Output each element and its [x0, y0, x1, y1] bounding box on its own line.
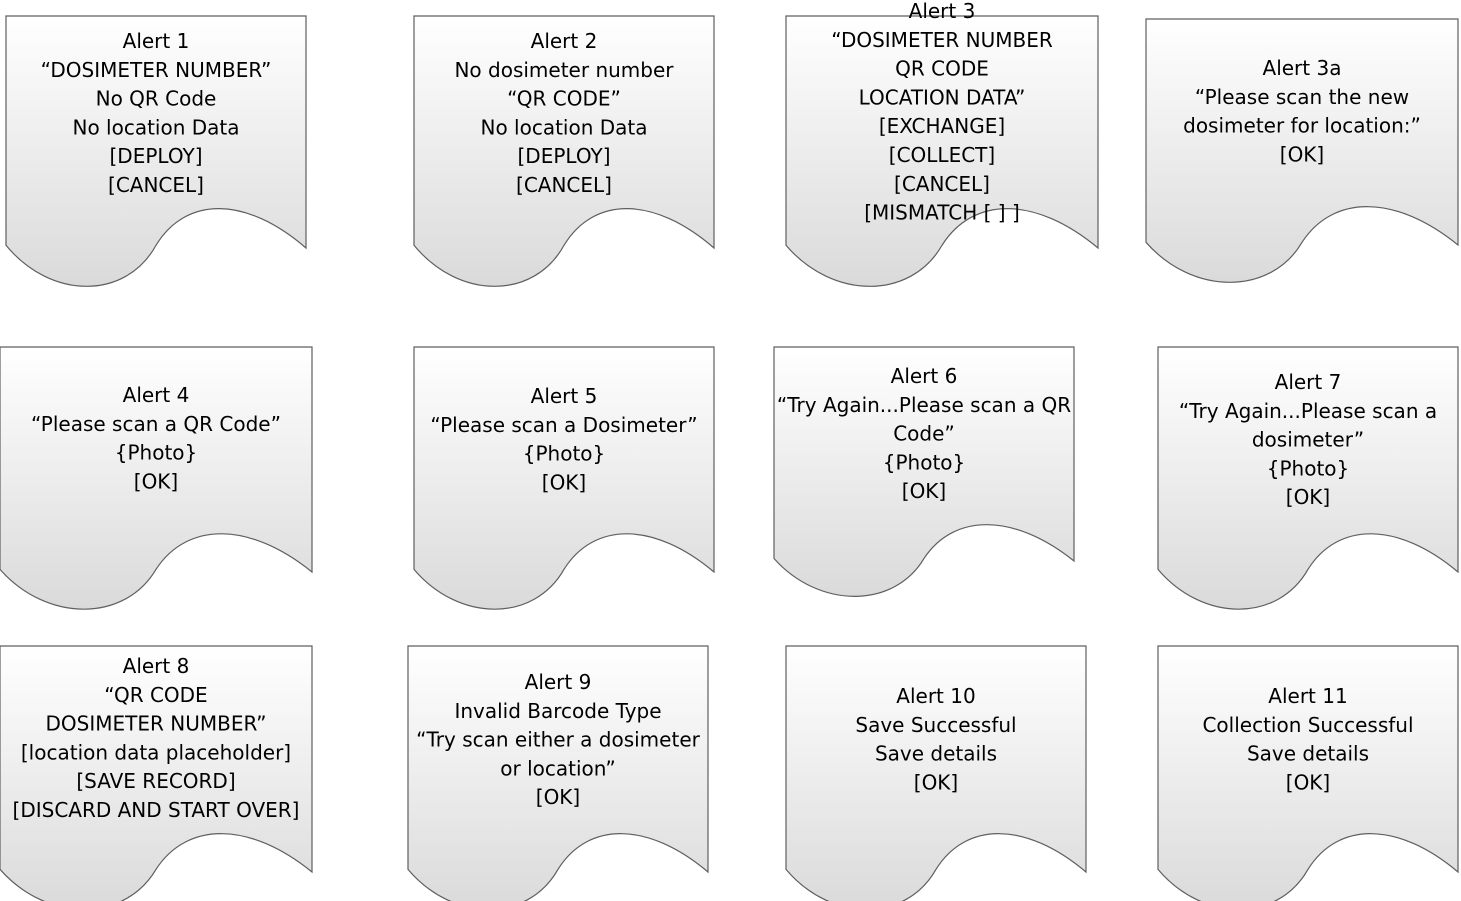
- alert-6-line-5: [OK]: [902, 479, 946, 503]
- alert-3-line-4: LOCATION DATA”: [859, 85, 1026, 109]
- alert-8-line-5: [SAVE RECORD]: [76, 769, 235, 793]
- alert-2-line-4: No location Data: [480, 115, 647, 139]
- alert-2-line-2: No dosimeter number: [454, 58, 674, 82]
- alert-5-text: Alert 5 “Please scan a Dosimeter” {Photo} […: [430, 384, 697, 494]
- alert-3a-line-2: “Please scan the new: [1195, 85, 1409, 109]
- alert-11-line-1: Alert 11: [1268, 684, 1347, 708]
- alert-8-line-2: “QR CODE: [104, 683, 207, 707]
- alert-2-line-3: “QR CODE”: [507, 87, 621, 111]
- alert-2-line-1: Alert 2: [531, 29, 598, 53]
- alert-7-line-5: [OK]: [1286, 485, 1330, 509]
- alert-8-line-6: [DISCARD AND START OVER]: [13, 798, 300, 822]
- alert-4-line-1: Alert 4: [123, 383, 190, 407]
- alert-3a-text: Alert 3a “Please scan the new dosimeter fo…: [1183, 56, 1421, 166]
- alert-4-text: Alert 4 “Please scan a QR Code” {Photo} [OK…: [31, 383, 281, 493]
- alert-7-document-shape: [1157, 346, 1459, 610]
- alert-11-line-3: Save details: [1247, 742, 1369, 766]
- alert-3: Alert 3 “DOSIMETER NUMBER QR CODE LOCATION …: [785, 0, 1099, 287]
- alert-3a: Alert 3a “Please scan the new dosimeter fo…: [1145, 18, 1459, 283]
- alert-3-line-8: [MISMATCH [ ] ]: [864, 201, 1020, 225]
- alert-3-document-shape: [785, 15, 1099, 287]
- alert-6-line-1: Alert 6: [891, 364, 958, 388]
- alert-4-line-4: [OK]: [134, 469, 178, 493]
- alert-2-line-6: [CANCEL]: [516, 173, 612, 197]
- alert-3a-line-3: dosimeter for location:”: [1183, 114, 1421, 138]
- alert-4-line-3: {Photo}: [115, 441, 198, 465]
- alert-3a-line-4: [OK]: [1280, 142, 1324, 166]
- alert-9: Alert 9 Invalid Barcode Type “Try scan eit…: [407, 645, 709, 901]
- alert-9-text: Alert 9 Invalid Barcode Type “Try scan eit…: [416, 670, 700, 809]
- alert-1-line-5: [DEPLOY]: [110, 144, 203, 168]
- alert-4-document-shape: [0, 346, 313, 610]
- alert-8: Alert 8 “QR CODE DOSIMETER NUMBER” [locatio…: [0, 645, 313, 901]
- alert-5-line-3: {Photo}: [523, 442, 606, 466]
- alert-1-line-4: No location Data: [72, 115, 239, 139]
- alert-3-line-5: [EXCHANGE]: [879, 114, 1005, 138]
- alert-3-line-1: Alert 3: [909, 0, 976, 23]
- alert-6-line-2: “Try Again...Please scan a QR: [777, 393, 1071, 417]
- alert-8-line-4: [location data placeholder]: [21, 740, 291, 764]
- alert-3-line-2: “DOSIMETER NUMBER: [831, 28, 1053, 52]
- alert-4: Alert 4 “Please scan a QR Code” {Photo} [OK…: [0, 346, 313, 610]
- alert-7-line-1: Alert 7: [1275, 370, 1342, 394]
- alert-3-line-3: QR CODE: [895, 57, 989, 81]
- alert-8-line-1: Alert 8: [123, 654, 190, 678]
- alert-11-line-4: [OK]: [1286, 770, 1330, 794]
- alert-7-text: Alert 7 “Try Again...Please scan a dosimet…: [1179, 370, 1437, 509]
- alert-9-line-2: Invalid Barcode Type: [454, 699, 661, 723]
- alert-1: Alert 1 “DOSIMETER NUMBER” No QR Code No lo…: [5, 15, 307, 287]
- alert-1-document-shape: [5, 15, 307, 287]
- alert-6-document-shape: [773, 346, 1075, 597]
- alert-6-line-4: {Photo}: [883, 450, 966, 474]
- alert-6: Alert 6 “Try Again...Please scan a QR Code…: [773, 346, 1075, 597]
- alert-5-line-2: “Please scan a Dosimeter”: [430, 413, 697, 437]
- alert-6-line-3: Code”: [893, 422, 955, 446]
- alert-5: Alert 5 “Please scan a Dosimeter” {Photo} […: [413, 346, 715, 610]
- alert-7-line-2: “Try Again...Please scan a: [1179, 399, 1437, 423]
- alert-9-line-4: or location”: [500, 756, 615, 780]
- alert-9-line-1: Alert 9: [525, 670, 592, 694]
- alert-7-line-3: dosimeter”: [1252, 428, 1364, 452]
- alert-1-line-2: “DOSIMETER NUMBER”: [41, 58, 272, 82]
- alert-9-line-5: [OK]: [536, 785, 580, 809]
- alert-8-text: Alert 8 “QR CODE DOSIMETER NUMBER” [locatio…: [13, 654, 300, 822]
- alert-3a-document-shape: [1145, 18, 1459, 283]
- alert-1-text: Alert 1 “DOSIMETER NUMBER” No QR Code No lo…: [41, 29, 272, 197]
- alert-1-line-3: No QR Code: [96, 87, 217, 111]
- alert-3a-line-1: Alert 3a: [1263, 56, 1342, 80]
- alert-10-line-3: Save details: [875, 742, 997, 766]
- alert-3-line-7: [CANCEL]: [894, 172, 990, 196]
- alert-2-text: Alert 2 No dosimeter number “QR CODE” No lo…: [454, 29, 674, 197]
- alert-6-text: Alert 6 “Try Again...Please scan a QR Code…: [777, 364, 1071, 503]
- alert-1-line-1: Alert 1: [123, 29, 190, 53]
- alert-2-line-5: [DEPLOY]: [518, 144, 611, 168]
- alert-3-line-6: [COLLECT]: [889, 143, 995, 167]
- alert-8-line-3: DOSIMETER NUMBER”: [46, 712, 267, 736]
- alert-9-line-3: “Try scan either a dosimeter: [416, 728, 700, 752]
- alert-2-document-shape: [413, 15, 715, 287]
- alert-2: Alert 2 No dosimeter number “QR CODE” No lo…: [413, 15, 715, 287]
- alert-5-line-4: [OK]: [542, 470, 586, 494]
- alert-11-line-2: Collection Successful: [1202, 713, 1413, 737]
- alert-7-line-4: {Photo}: [1267, 456, 1350, 480]
- alert-3-text: Alert 3 “DOSIMETER NUMBER QR CODE LOCATION …: [831, 0, 1053, 225]
- alert-1-line-6: [CANCEL]: [108, 173, 204, 197]
- alert-7: Alert 7 “Try Again...Please scan a dosimet…: [1157, 346, 1459, 610]
- alert-8-document-shape: [0, 645, 313, 901]
- alert-5-document-shape: [413, 346, 715, 610]
- alert-10-line-4: [OK]: [914, 770, 958, 794]
- alert-10-line-1: Alert 10: [896, 684, 975, 708]
- alert-10-line-2: Save Successful: [855, 713, 1016, 737]
- alert-5-line-1: Alert 5: [531, 384, 598, 408]
- alert-4-line-2: “Please scan a QR Code”: [31, 412, 281, 436]
